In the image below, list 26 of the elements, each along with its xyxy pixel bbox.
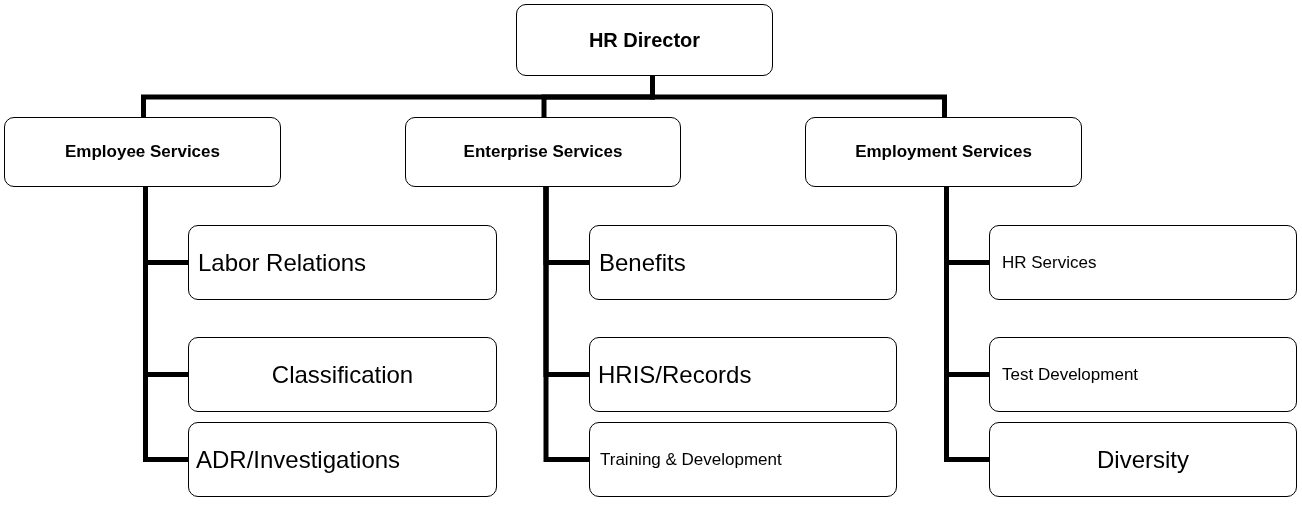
node-label: HR Services: [1001, 252, 1098, 273]
node-label: Enterprise Services: [462, 142, 624, 162]
org-box: [989, 337, 1297, 412]
node-label: HRIS/Records: [597, 360, 753, 389]
org-box: [4, 117, 281, 187]
org-box: [188, 422, 497, 497]
org-box: [188, 337, 497, 412]
org-box: [589, 422, 897, 497]
node-label: HR Director: [587, 28, 702, 52]
org-box: [589, 225, 897, 300]
org-box: [989, 225, 1297, 300]
node-label: Classification: [270, 360, 415, 389]
node-label: Test Development: [1001, 364, 1140, 385]
node-label: Diversity: [1096, 445, 1190, 474]
org-box: [989, 422, 1297, 497]
org-box: [188, 225, 497, 300]
node-label: Employee Services: [64, 142, 221, 162]
node-label: Labor Relations: [197, 248, 368, 277]
node-label: Benefits: [598, 248, 687, 277]
root-box: [516, 4, 773, 76]
node-label: Training & Development: [599, 449, 783, 470]
node-label: ADR/Investigations: [195, 445, 402, 474]
node-label: Employment Services: [854, 142, 1033, 162]
org-box: [405, 117, 681, 187]
org-box: [589, 337, 897, 412]
org-box: [805, 117, 1082, 187]
